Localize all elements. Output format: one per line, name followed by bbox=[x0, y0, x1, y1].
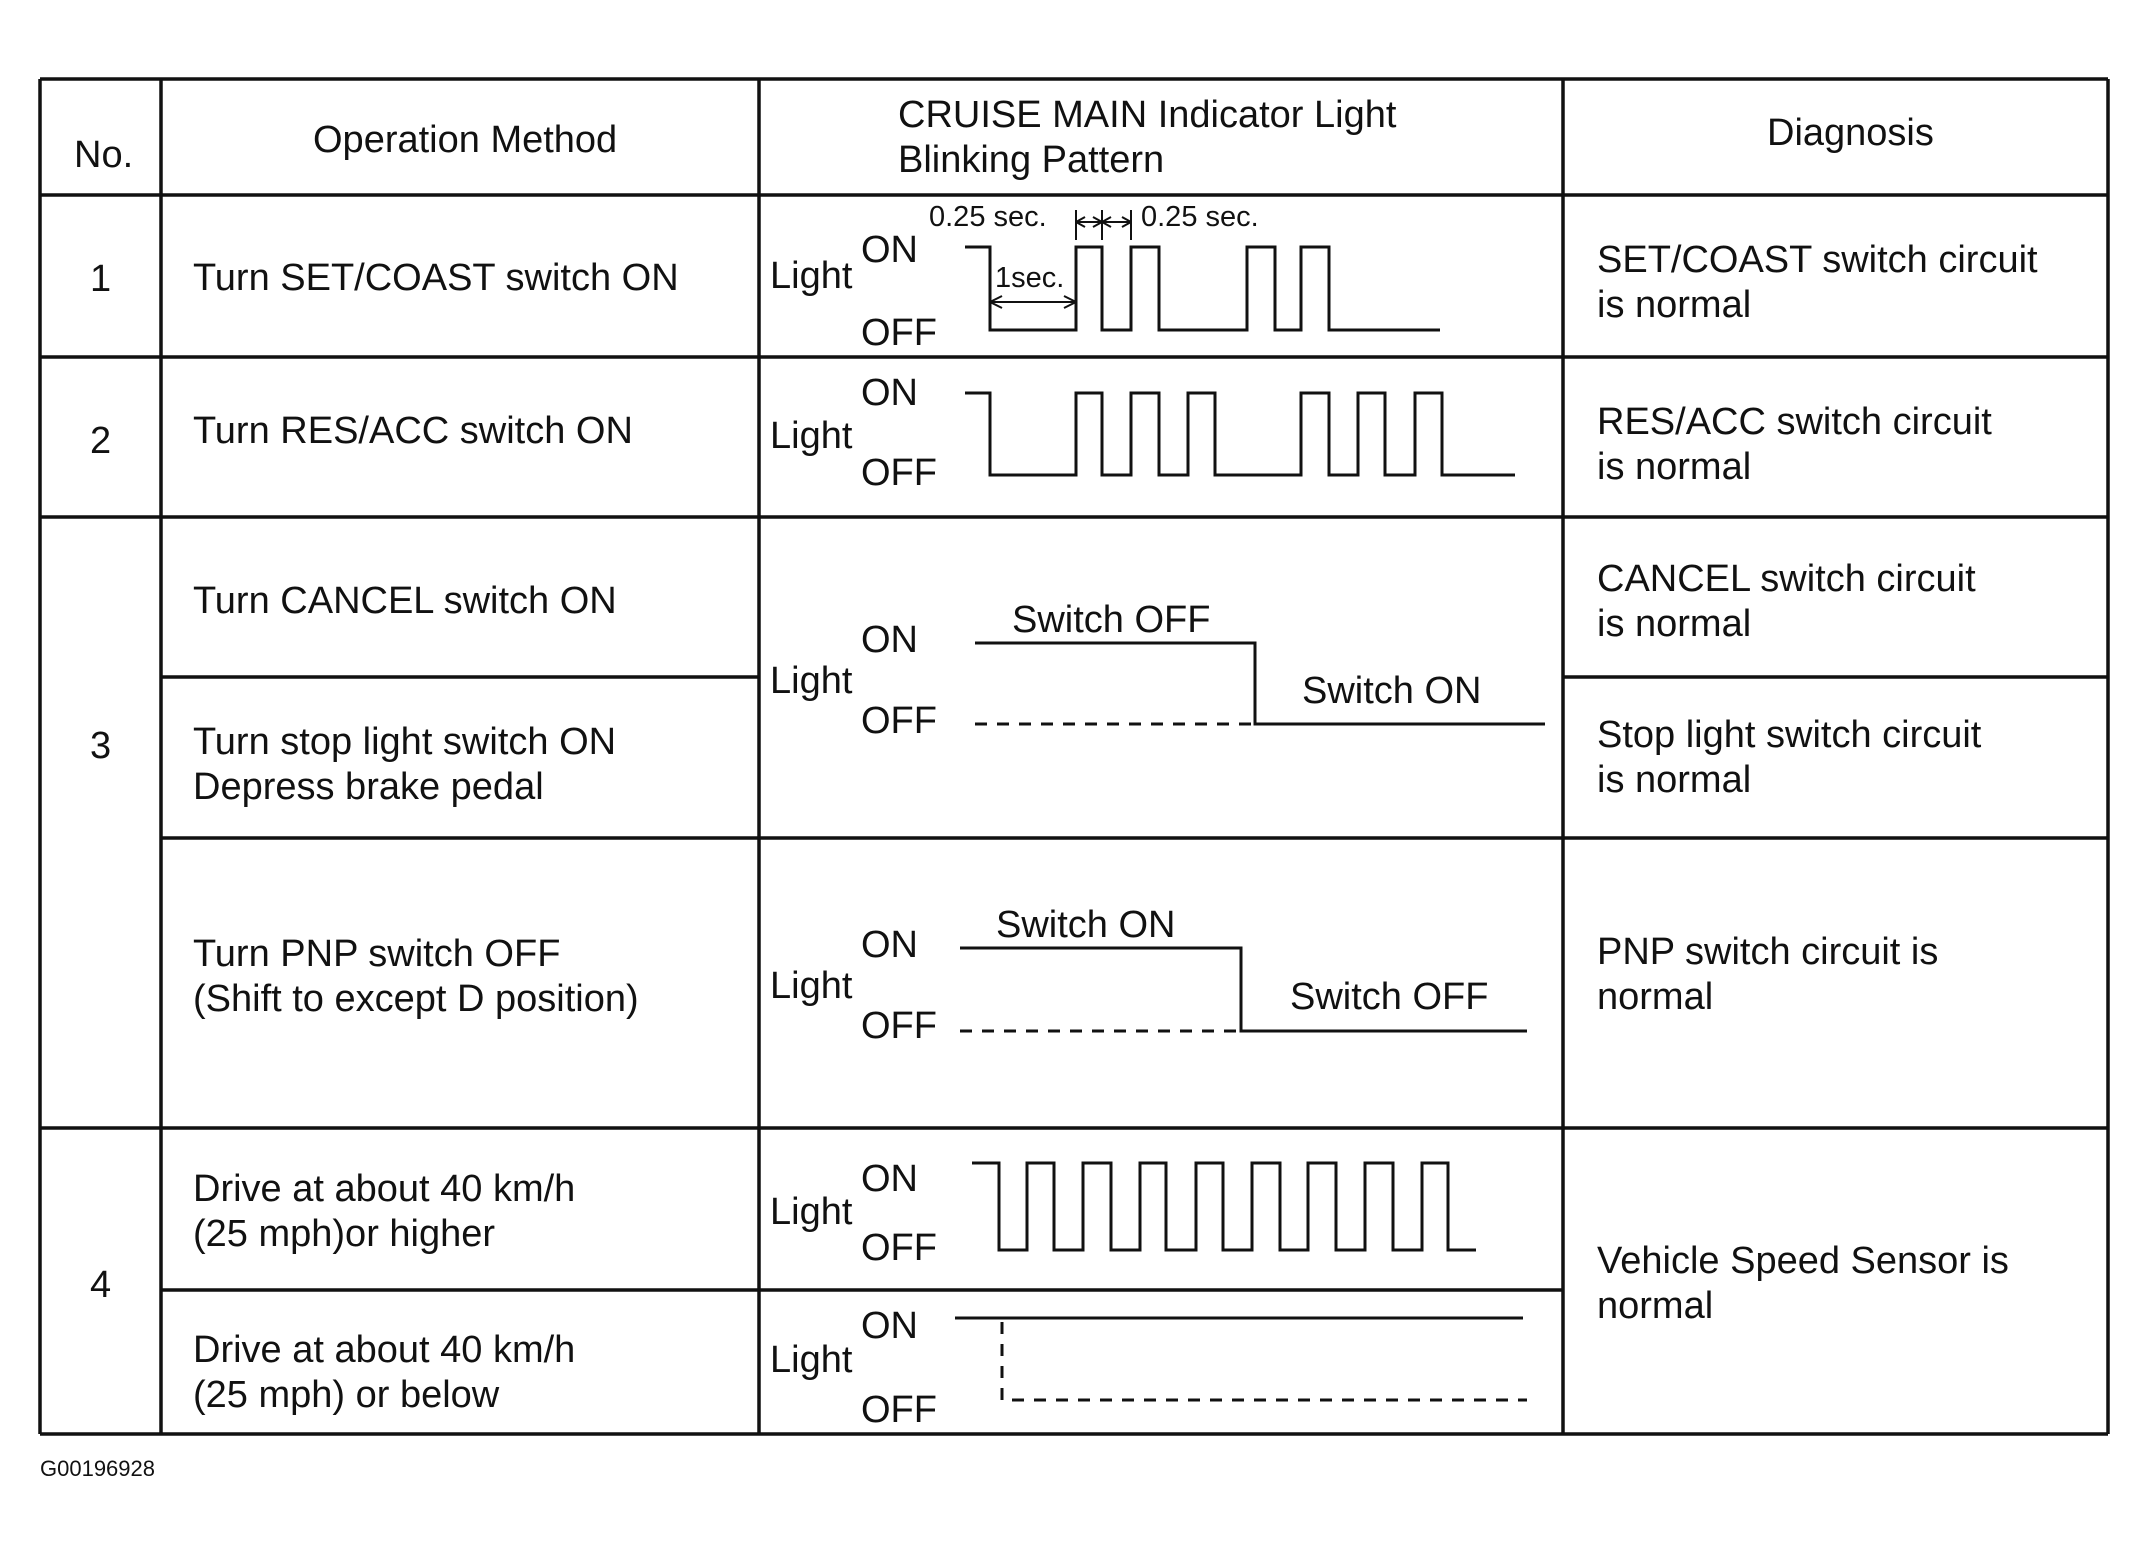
vehicle-speed-steady-pattern bbox=[955, 1316, 1527, 1402]
switch-off-label: Switch OFF bbox=[1290, 976, 1488, 1018]
header-operation-method: Operation Method bbox=[313, 119, 617, 161]
on-label: ON bbox=[861, 229, 918, 271]
diagnosis-text: Vehicle Speed Sensor is bbox=[1597, 1240, 2009, 1282]
diagnosis-text: CANCEL switch circuit bbox=[1597, 558, 1976, 600]
diagnosis-text: is normal bbox=[1597, 603, 1751, 645]
method-text: Turn SET/COAST switch ON bbox=[193, 257, 679, 299]
dimension-quarter-sec bbox=[1075, 210, 1132, 240]
method-text: Turn CANCEL switch ON bbox=[193, 580, 617, 622]
diagnosis-text: RES/ACC switch circuit bbox=[1597, 401, 1992, 443]
diagnosis-text: normal bbox=[1597, 1285, 1713, 1327]
diagnoses: SET/COAST switch circuit is normal RES/A… bbox=[1597, 239, 2038, 1327]
method-text: Depress brake pedal bbox=[193, 766, 544, 808]
row-number: 2 bbox=[90, 420, 111, 462]
diagnosis-text: is normal bbox=[1597, 284, 1751, 326]
off-label: OFF bbox=[861, 1005, 937, 1047]
method-text: Drive at about 40 km/h bbox=[193, 1168, 575, 1210]
method-text: Turn PNP switch OFF bbox=[193, 933, 560, 975]
on-label: ON bbox=[861, 372, 918, 414]
dimension-label-quarter-sec: 0.25 sec. bbox=[929, 201, 1047, 233]
diagnosis-text: normal bbox=[1597, 976, 1713, 1018]
off-label: OFF bbox=[861, 700, 937, 742]
table-grid bbox=[38, 77, 2110, 1436]
dimension-label-quarter-sec: 0.25 sec. bbox=[1141, 201, 1259, 233]
method-text: Drive at about 40 km/h bbox=[193, 1329, 575, 1371]
waveform bbox=[965, 245, 1440, 332]
method-text: (25 mph) or below bbox=[193, 1374, 500, 1416]
light-label: Light bbox=[770, 965, 853, 1007]
method-text: Turn stop light switch ON bbox=[193, 721, 616, 763]
switch-on-label: Switch ON bbox=[1302, 670, 1481, 712]
light-label: Light bbox=[770, 660, 853, 702]
waveform-dashed bbox=[1000, 1322, 1527, 1402]
row-number: 4 bbox=[90, 1264, 111, 1306]
diagnosis-text: is normal bbox=[1597, 759, 1751, 801]
pnp-step-pattern: Switch ON Switch OFF bbox=[960, 904, 1527, 1033]
on-label: ON bbox=[861, 619, 918, 661]
waveform bbox=[960, 946, 1527, 1033]
on-label: ON bbox=[861, 924, 918, 966]
method-text: (Shift to except D position) bbox=[193, 978, 639, 1020]
waveform bbox=[965, 391, 1515, 477]
row-number: 1 bbox=[90, 258, 111, 300]
method-text: Turn RES/ACC switch ON bbox=[193, 410, 633, 452]
set-coast-blink-pattern: 1sec. 0.25 sec. 0.25 sec. bbox=[929, 201, 1440, 332]
off-label: OFF bbox=[861, 1227, 937, 1269]
header-pattern-line2: Blinking Pattern bbox=[898, 139, 1164, 181]
light-label: Light bbox=[770, 1339, 853, 1381]
res-acc-blink-pattern bbox=[965, 391, 1515, 477]
cancel-stop-step-pattern: Switch OFF Switch ON bbox=[975, 599, 1545, 726]
method-text: (25 mph)or higher bbox=[193, 1213, 495, 1255]
header-no: No. bbox=[74, 134, 133, 176]
diagnosis-text: SET/COAST switch circuit bbox=[1597, 239, 2038, 281]
vehicle-speed-blink-pattern bbox=[972, 1161, 1476, 1252]
waveform bbox=[975, 641, 1545, 726]
row-numbers: 1 2 3 4 bbox=[90, 258, 111, 1306]
dimension-label-1sec: 1sec. bbox=[995, 262, 1064, 294]
light-label: Light bbox=[770, 1191, 853, 1233]
switch-on-label: Switch ON bbox=[996, 904, 1175, 946]
off-label: OFF bbox=[861, 452, 937, 494]
on-label: ON bbox=[861, 1305, 918, 1347]
diagnosis-text: Stop light switch circuit bbox=[1597, 714, 1982, 756]
table-header: No. Operation Method CRUISE MAIN Indicat… bbox=[74, 94, 1934, 181]
on-label: ON bbox=[861, 1158, 918, 1200]
header-pattern-line1: CRUISE MAIN Indicator Light bbox=[898, 94, 1397, 136]
switch-off-label: Switch OFF bbox=[1012, 599, 1210, 641]
header-diagnosis: Diagnosis bbox=[1767, 112, 1934, 154]
light-label: Light bbox=[770, 415, 853, 457]
dimension-1sec bbox=[989, 295, 1077, 309]
off-label: OFF bbox=[861, 1389, 937, 1431]
operation-methods: Turn SET/COAST switch ON Turn RES/ACC sw… bbox=[193, 257, 679, 1416]
diagnosis-text: PNP switch circuit is bbox=[1597, 931, 1938, 973]
waveform bbox=[972, 1161, 1476, 1252]
pattern-axis-labels: Light ON OFF Light ON OFF Light ON OFF L… bbox=[770, 229, 937, 1431]
figure-code: G00196928 bbox=[40, 1456, 155, 1481]
diagnosis-text: is normal bbox=[1597, 446, 1751, 488]
row-number: 3 bbox=[90, 725, 111, 767]
light-label: Light bbox=[770, 255, 853, 297]
off-label: OFF bbox=[861, 312, 937, 354]
